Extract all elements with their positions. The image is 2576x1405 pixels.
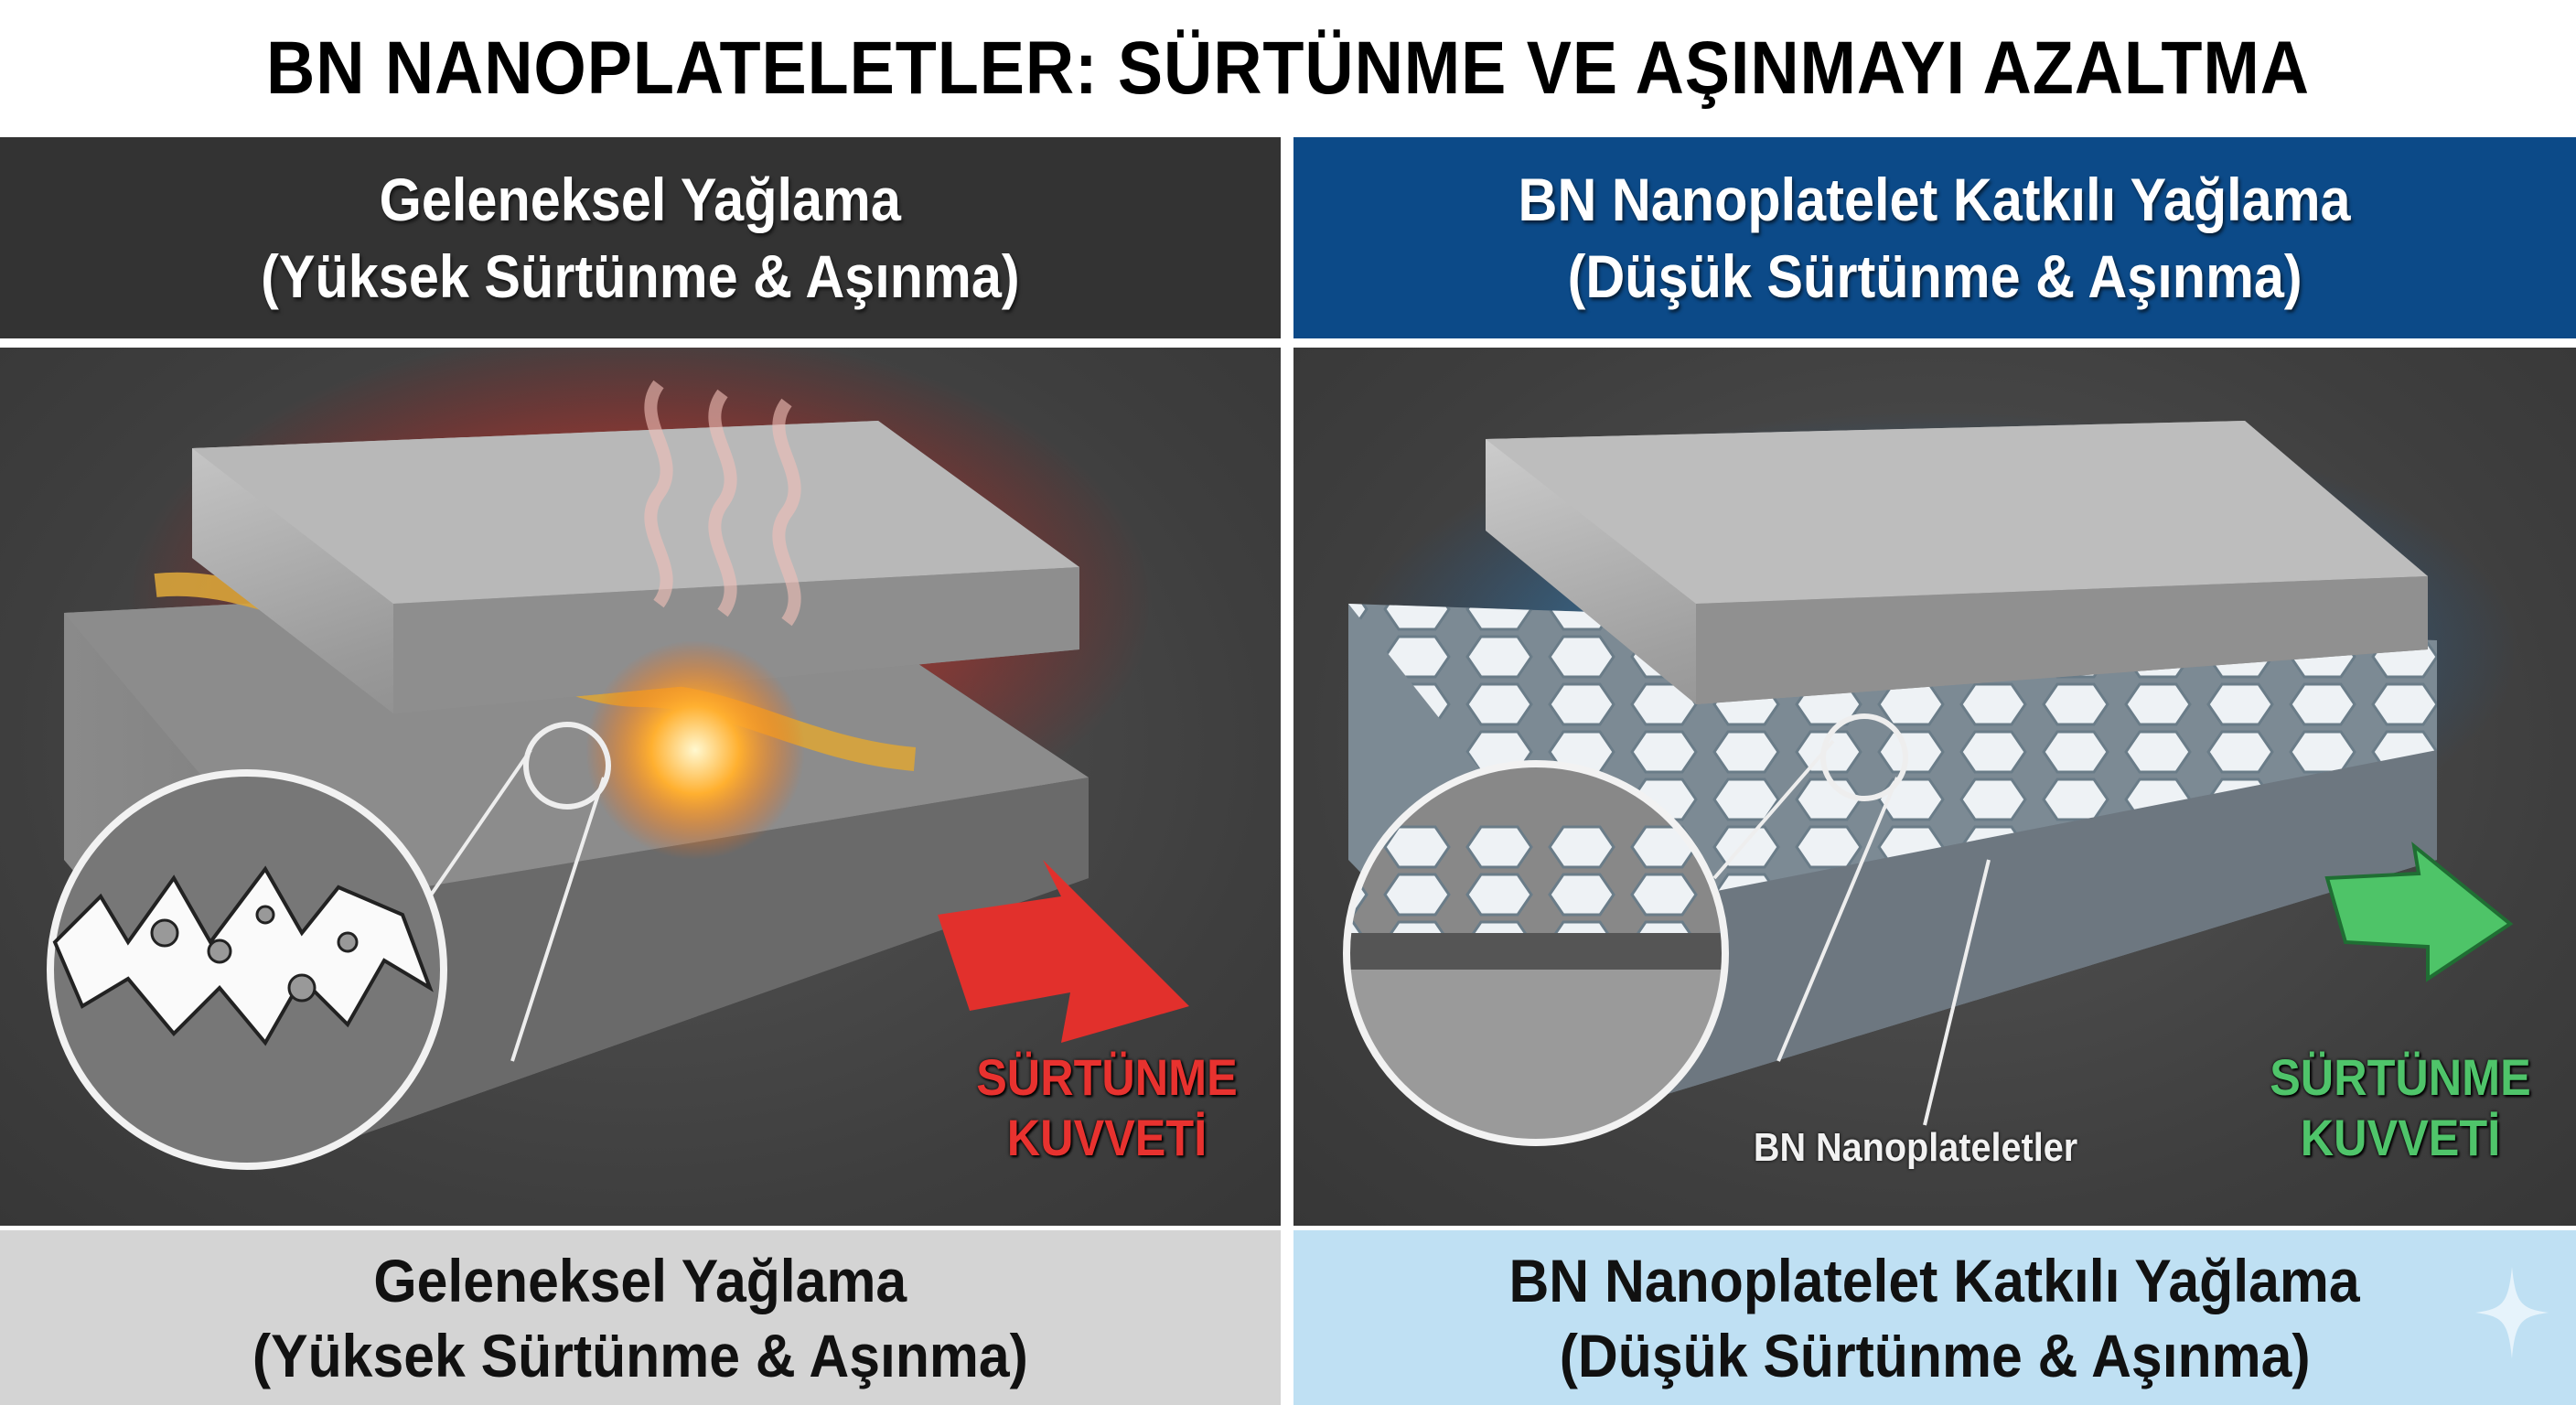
bottom-block-side bbox=[311, 778, 1089, 1153]
friction-force-label-high: SÜRTÜNME KUVVETİ bbox=[967, 1047, 1247, 1168]
spark-burst-icon bbox=[585, 640, 805, 860]
bottom-block-side bbox=[1595, 750, 2437, 1116]
top-block-top-face bbox=[1486, 421, 2428, 604]
magnifier-line bbox=[1776, 777, 1899, 1062]
conventional-header: Geleneksel Yağlama (Yüksek Sürtünme & Aş… bbox=[0, 137, 1281, 338]
bn-header-subtitle: (Düşük Sürtünme & Aşınma) bbox=[1567, 242, 2302, 310]
bn-header-title: BN Nanoplatelet Katkılı Yağlama bbox=[1518, 166, 2351, 233]
magnifier-line bbox=[1712, 739, 1835, 880]
magnifier-line bbox=[510, 777, 606, 1062]
conventional-footer-subtitle: (Yüksek Sürtünme & Aşınma) bbox=[252, 1321, 1029, 1389]
sparkle-icon bbox=[2475, 1267, 2549, 1358]
callout-pointer-line bbox=[1923, 859, 1991, 1126]
magnified-layered-platelets bbox=[1343, 760, 1729, 1146]
friction-label-line1: SÜRTÜNME bbox=[2270, 1048, 2531, 1106]
conventional-header-title: Geleneksel Yağlama bbox=[379, 166, 902, 233]
top-block-front-face bbox=[393, 567, 1079, 713]
top-block-front-face bbox=[1696, 576, 2428, 704]
bn-footer-subtitle: (Düşük Sürtünme & Aşınma) bbox=[1559, 1321, 2311, 1389]
heat-waves-icon bbox=[644, 380, 801, 627]
zoom-spot-circle bbox=[1820, 713, 1908, 801]
friction-arrow-green-icon bbox=[2324, 842, 2514, 982]
friction-arrow-red-icon bbox=[938, 860, 1189, 1043]
conventional-footer: Geleneksel Yağlama (Yüksek Sürtünme & Aş… bbox=[0, 1230, 1281, 1405]
top-block-top-face bbox=[192, 421, 1079, 604]
page-title: BN NANOPLATELETLER: SÜRTÜNME VE AŞINMAYI… bbox=[266, 27, 2310, 110]
friction-label-line2: KUVVETİ bbox=[1006, 1109, 1208, 1166]
bn-illustration: BN Nanoplateletler SÜRTÜNME KUVVETİ bbox=[1293, 348, 2576, 1226]
bn-footer-title: BN Nanoplatelet Katkılı Yağlama bbox=[1508, 1246, 2361, 1314]
friction-label-line2: KUVVETİ bbox=[2300, 1109, 2501, 1166]
friction-force-label-low: SÜRTÜNME KUVVETİ bbox=[2260, 1047, 2540, 1168]
magnifier-line bbox=[428, 748, 532, 898]
friction-label-line1: SÜRTÜNME bbox=[976, 1048, 1238, 1106]
magnified-rough-surface bbox=[47, 769, 447, 1170]
conventional-illustration: SÜRTÜNME KUVVETİ bbox=[0, 348, 1281, 1226]
zoom-spot-circle bbox=[523, 722, 611, 810]
conventional-footer-title: Geleneksel Yağlama bbox=[373, 1246, 907, 1314]
conventional-diagram bbox=[47, 348, 1189, 1170]
conventional-header-subtitle: (Yüksek Sürtünme & Aşınma) bbox=[261, 242, 1020, 310]
bn-diagram bbox=[1343, 412, 2519, 1146]
bn-footer: BN Nanoplatelet Katkılı Yağlama (Düşük S… bbox=[1293, 1230, 2576, 1405]
bn-header: BN Nanoplatelet Katkılı Yağlama (Düşük S… bbox=[1293, 137, 2576, 338]
bn-nanoplatelets-callout: BN Nanoplateletler bbox=[1753, 1125, 2078, 1170]
